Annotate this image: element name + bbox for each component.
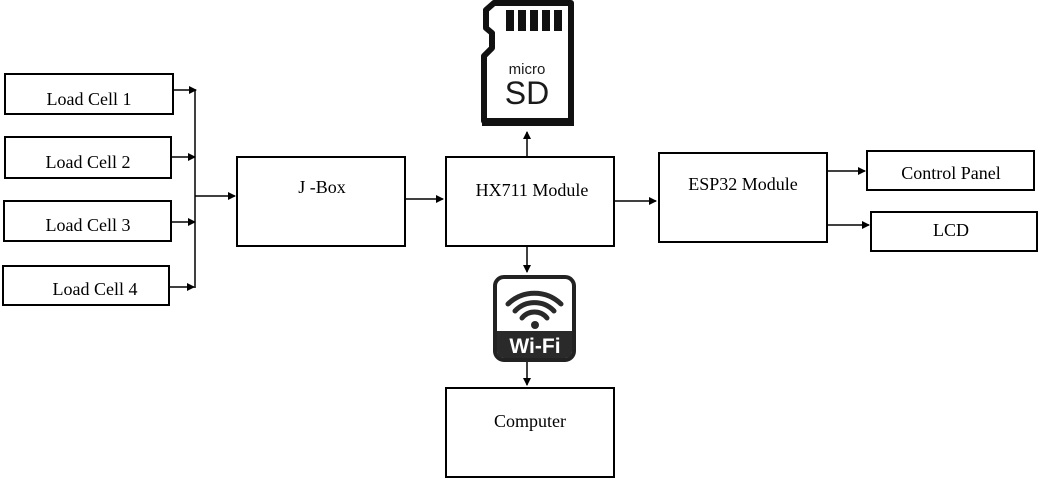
- microsd-pin: [506, 10, 514, 31]
- load-cell-1-block: Load Cell 1: [4, 73, 174, 115]
- load-cell-4-block: Load Cell 4: [2, 265, 170, 306]
- load-cell-4-label: Load Cell 4: [53, 279, 138, 299]
- microsd-pin: [542, 10, 550, 31]
- lcd-block: LCD: [870, 211, 1038, 252]
- microsd-card-icon: micro SD: [481, 0, 574, 126]
- lcd-label: LCD: [933, 220, 969, 240]
- computer-block: Computer: [445, 387, 615, 478]
- control-panel-label: Control Panel: [901, 163, 1001, 183]
- esp32-label: ESP32 Module: [688, 174, 798, 194]
- load-cell-connectors: [169, 86, 236, 291]
- esp32-block: ESP32 Module: [658, 152, 828, 243]
- microsd-pin: [554, 10, 562, 31]
- load-cell-2-label: Load Cell 2: [46, 152, 131, 172]
- jbox-block: J -Box: [236, 156, 406, 247]
- microsd-line2: SD: [505, 75, 549, 111]
- microsd-line1: micro: [509, 61, 546, 78]
- wifi-icon: Wi-Fi: [493, 275, 576, 362]
- load-cell-2-block: Load Cell 2: [4, 136, 172, 179]
- wifi-label-band: [497, 331, 572, 358]
- computer-label: Computer: [494, 411, 566, 431]
- wifi-arc-middle: [512, 300, 557, 314]
- wifi-label: Wi-Fi: [509, 335, 560, 358]
- microsd-pin: [518, 10, 526, 31]
- wifi-arc-inner: [519, 309, 550, 321]
- load-cell-3-label: Load Cell 3: [46, 215, 131, 235]
- load-cell-3-block: Load Cell 3: [3, 200, 172, 242]
- hx711-label: HX711 Module: [476, 180, 589, 200]
- jbox-label: J -Box: [298, 177, 346, 197]
- hx711-block: HX711 Module: [445, 156, 615, 247]
- load-cell-1-label: Load Cell 1: [47, 89, 132, 109]
- control-panel-block: Control Panel: [866, 150, 1035, 191]
- microsd-pin: [530, 10, 538, 31]
- wifi-arc-outer: [505, 290, 564, 307]
- wifi-dot: [531, 321, 539, 329]
- microsd-base-strip: [482, 118, 574, 126]
